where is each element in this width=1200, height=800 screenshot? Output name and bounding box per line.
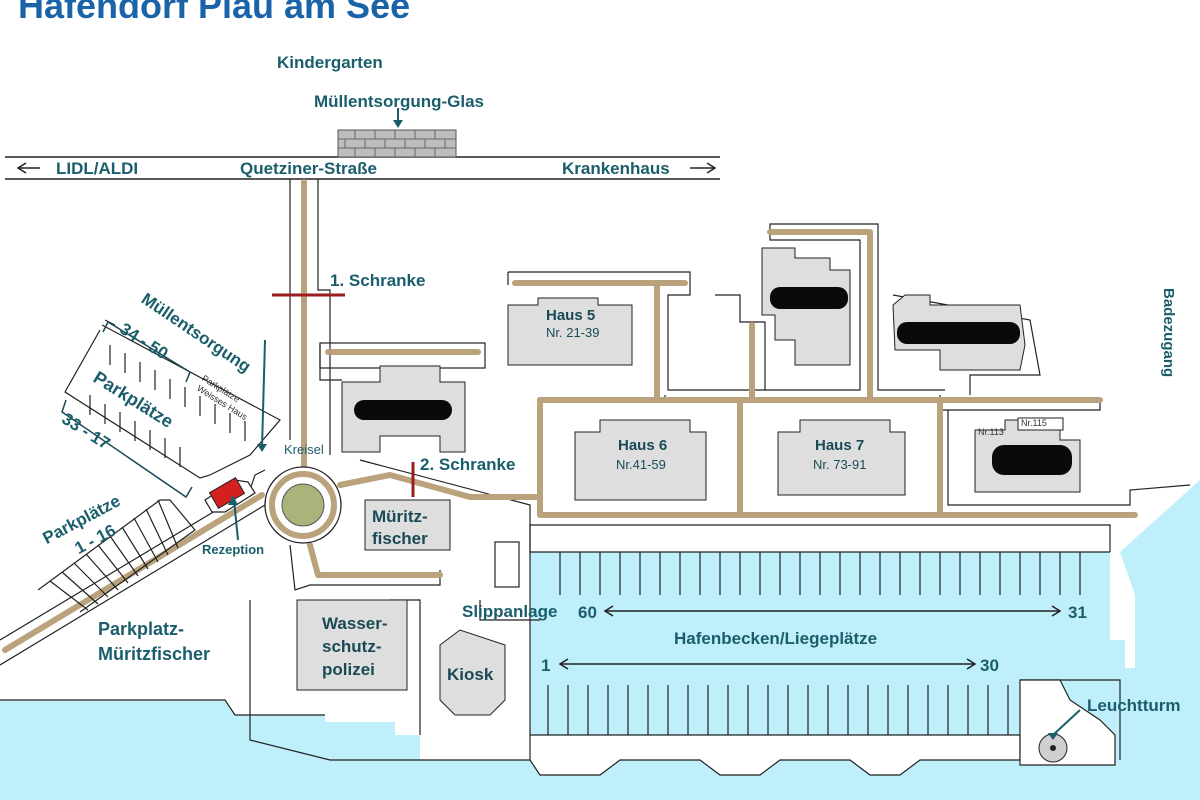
label-nr115: Nr.115 bbox=[1021, 418, 1047, 428]
haus-6-name: Haus 6 bbox=[618, 437, 668, 454]
label-water-police-2: schutz- bbox=[322, 637, 382, 656]
haus-7-name: Haus 7 bbox=[815, 437, 865, 454]
parking-lots bbox=[37, 319, 281, 613]
building-haus-5 bbox=[507, 297, 633, 366]
reception-building bbox=[204, 477, 256, 513]
haus-6-numbers: Nr.41-59 bbox=[616, 457, 666, 472]
redaction-marks bbox=[354, 287, 1072, 475]
label-roundabout: Kreisel bbox=[284, 442, 324, 457]
roundabout bbox=[264, 466, 342, 544]
label-beach-access: Badezugang bbox=[1160, 288, 1177, 378]
label-parking-mf-2: Müritzfischer bbox=[98, 644, 211, 664]
label-reception: Rezeption bbox=[202, 542, 265, 557]
building-kiosk bbox=[439, 629, 506, 716]
lighthouse bbox=[1038, 733, 1068, 763]
building-haus-6 bbox=[574, 419, 707, 501]
label-slipway: Slippanlage bbox=[462, 602, 558, 621]
parking-brackets bbox=[61, 320, 193, 499]
label-harbor: Hafenbecken/Liegeplätze bbox=[674, 629, 878, 648]
label-kindergarten: Kindergarten bbox=[277, 53, 383, 72]
haus-5-numbers: Nr. 21-39 bbox=[546, 325, 600, 340]
arrows bbox=[228, 108, 1081, 740]
label-parking-mf-1: Parkplatz- bbox=[98, 619, 185, 639]
label-street: Quetziner-Straße bbox=[240, 159, 377, 178]
label-glass-disposal: Müllentsorgung-Glas bbox=[314, 92, 484, 111]
label-water-police-1: Wasser- bbox=[322, 614, 388, 633]
label-kiosk: Kiosk bbox=[447, 665, 494, 684]
label-nr113: Nr.113 bbox=[978, 427, 1004, 437]
label-lidl-aldi: LIDL/ALDI bbox=[56, 159, 139, 178]
label-berth-31: 31 bbox=[1068, 603, 1087, 622]
label-berth-60: 60 bbox=[578, 603, 597, 622]
haus-7-numbers: Nr. 73-91 bbox=[813, 457, 867, 472]
label-hospital: Krankenhaus bbox=[562, 159, 670, 178]
label-berth-30: 30 bbox=[980, 656, 999, 675]
harbor-jetties bbox=[530, 551, 1110, 735]
building-haus-7 bbox=[777, 419, 906, 496]
building-mueritzfischer bbox=[364, 499, 451, 551]
label-barrier-1: 1. Schranke bbox=[330, 271, 426, 290]
label-water-police-3: polizei bbox=[322, 660, 375, 679]
harbor-basin bbox=[530, 480, 1200, 760]
glass-disposal-wall bbox=[337, 129, 457, 158]
label-mueritzfischer-1: Müritz- bbox=[372, 507, 428, 526]
paths bbox=[2, 179, 1138, 653]
barriers bbox=[272, 293, 415, 497]
nr115-box bbox=[1017, 417, 1064, 431]
label-lighthouse: Leuchtturm bbox=[1087, 696, 1181, 715]
label-barrier-2: 2. Schranke bbox=[420, 455, 516, 474]
haus-5-name: Haus 5 bbox=[546, 307, 596, 324]
label-berth-1: 1 bbox=[541, 656, 551, 675]
building-water-police bbox=[296, 599, 408, 691]
direction-arrows bbox=[16, 162, 1062, 670]
label-mueritzfischer-2: fischer bbox=[372, 529, 428, 548]
map-title: Hafendorf Plau am See bbox=[18, 0, 411, 26]
